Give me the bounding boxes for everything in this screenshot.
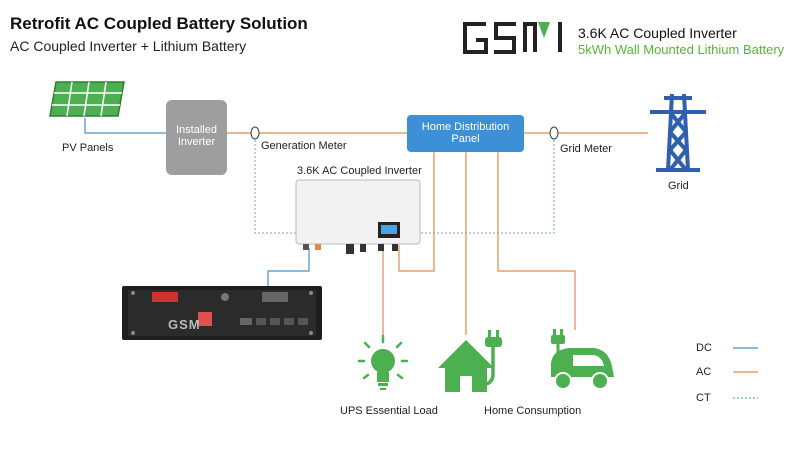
home-distribution-label: Home Distribution Panel <box>407 121 524 145</box>
home-distribution-panel-box <box>407 115 524 152</box>
dc-line-pv <box>84 118 166 134</box>
installed-inverter-box <box>166 100 227 175</box>
brand-line-1: 3.6K AC Coupled Inverter <box>578 25 737 41</box>
ac-line-inverter <box>398 152 435 272</box>
home-distribution-label-line1: Home Distribution <box>421 121 510 133</box>
ct-line-grid <box>420 140 555 234</box>
ac-line-ev <box>497 152 576 330</box>
home-consumption-label: Home Consumption <box>484 405 582 417</box>
lightbulb-icon <box>357 334 409 390</box>
home-distribution-label-line2: Panel <box>451 133 480 145</box>
lithium-battery-icon: GSM <box>122 286 322 340</box>
grid-label: Grid <box>668 180 689 192</box>
ups-load-label: UPS Essential Load <box>340 405 438 417</box>
page-subtitle: AC Coupled Inverter + Lithium Battery <box>10 38 247 54</box>
legend-ac-label: AC <box>696 366 712 378</box>
generation-meter-icon <box>250 126 260 140</box>
ct-line-gen <box>254 140 296 234</box>
gsm-logo <box>463 22 562 54</box>
pv-panels-label: PV Panels <box>62 142 114 154</box>
solar-panel-icon <box>49 81 125 117</box>
installed-inverter-label-line1: Installed <box>176 124 217 136</box>
dc-line-battery <box>267 248 310 286</box>
page-title: Retrofit AC Coupled Battery Solution <box>10 14 308 33</box>
generation-meter-label: Generation Meter <box>261 140 347 152</box>
ac-inverter-label: 3.6K AC Coupled Inverter <box>297 165 422 177</box>
brand-line-2: 5kWh Wall Mounted Lithium Battery <box>578 42 785 57</box>
ac-coupled-inverter-icon <box>295 179 421 254</box>
home-plug-icon <box>438 330 502 392</box>
electric-car-icon <box>551 329 614 390</box>
grid-meter-label: Grid Meter <box>560 143 612 155</box>
grid-tower-icon <box>650 93 706 172</box>
installed-inverter-label: Installed Inverter <box>166 124 227 148</box>
installed-inverter-label-line2: Inverter <box>177 136 216 148</box>
legend-dc-label: DC <box>696 342 712 354</box>
legend-ct-label: CT <box>696 392 711 404</box>
svg-text:GSM: GSM <box>168 317 201 332</box>
grid-meter-icon <box>549 126 559 140</box>
